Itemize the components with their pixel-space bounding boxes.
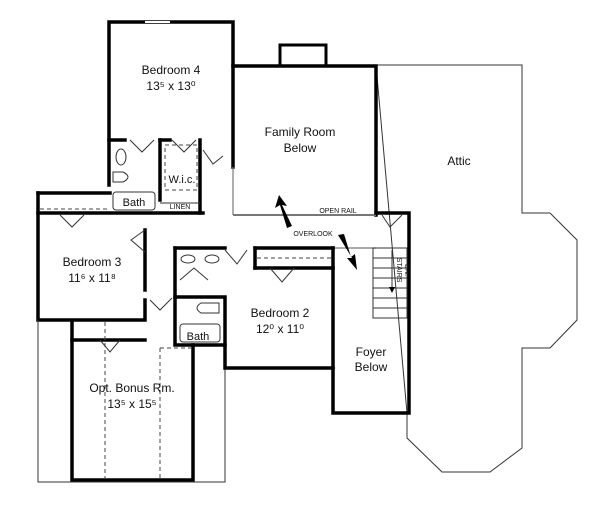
family-room-note: Below xyxy=(284,141,317,155)
bonus-walls xyxy=(70,320,195,482)
outer-line xyxy=(37,320,226,483)
foyer-name: Foyer xyxy=(356,345,387,359)
bath-lower-name: Bath xyxy=(187,331,210,343)
toilet xyxy=(112,171,129,183)
sink xyxy=(204,254,220,264)
open-rail-label: OPEN RAIL xyxy=(319,208,356,215)
overlook-label: OVERLOOK xyxy=(293,231,333,238)
foyer-walls xyxy=(331,211,411,415)
bedroom3-dims: 11⁶ x 11⁸ xyxy=(68,271,116,285)
attic-outline xyxy=(375,64,578,473)
bedroom3-walls xyxy=(36,191,147,322)
stairs xyxy=(372,247,408,319)
tub xyxy=(179,323,221,343)
overlook-arrow-icon xyxy=(275,195,292,228)
overlook-arrow-icon xyxy=(338,234,357,270)
tub xyxy=(112,191,156,211)
bedroom2-walls xyxy=(223,298,335,370)
wic-name: W.i.c. xyxy=(169,174,196,186)
bedroom4-walls xyxy=(107,20,235,187)
bedroom2-name: Bedroom 2 xyxy=(251,306,310,320)
stairs-dir-label: DN. xyxy=(403,264,410,276)
sink xyxy=(115,148,127,166)
sink xyxy=(180,254,196,264)
bonus-name: Opt. Bonus Rm. xyxy=(89,381,174,395)
bedroom3-name: Bedroom 3 xyxy=(63,255,122,269)
toilet xyxy=(196,302,220,314)
foyer-note: Below xyxy=(355,360,388,374)
bath-walls xyxy=(173,246,227,347)
family-room-name: Family Room xyxy=(265,125,336,139)
bedroom4-name: Bedroom 4 xyxy=(142,63,201,77)
bonus-dims: 13⁵ x 15⁵ xyxy=(107,397,156,411)
linen-label: LINEN xyxy=(170,204,191,211)
chimney xyxy=(278,43,328,68)
stairs-label: STAIRS xyxy=(395,258,402,283)
bedroom4-dims: 13⁵ x 13⁰ xyxy=(146,79,195,93)
attic-name: Attic xyxy=(447,154,470,168)
bedroom2-dims: 12⁰ x 11⁰ xyxy=(256,322,304,336)
doors xyxy=(59,139,403,353)
bath-upper-name: Bath xyxy=(123,197,146,209)
family-room-walls xyxy=(231,64,378,217)
wic-shelf xyxy=(164,144,198,191)
